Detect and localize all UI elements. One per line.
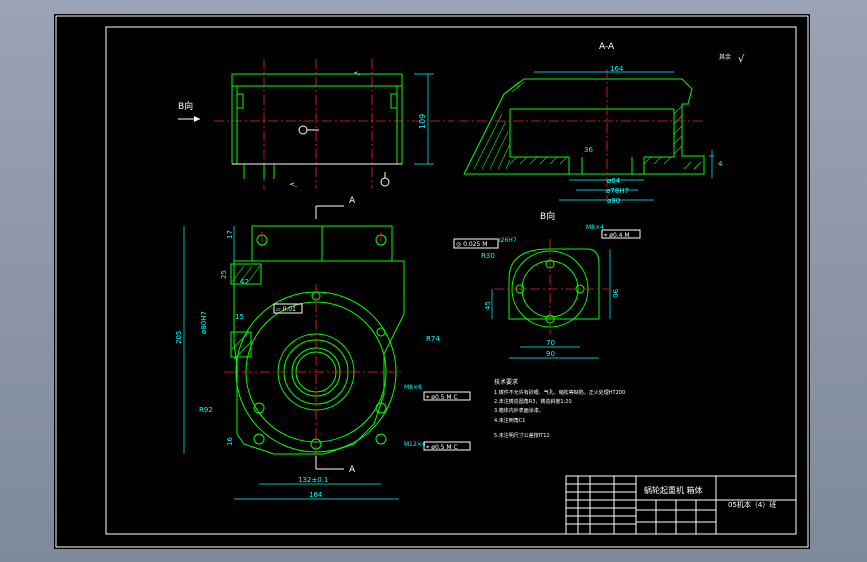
svg-text:√: √	[288, 182, 297, 188]
scale-text: 05机本（4）班	[728, 500, 776, 509]
dim-front-132: 132±0.1	[298, 476, 328, 484]
tech-note-1: 1.铸件不允许有砂眼、气孔、缩松等缺陷，正火处理HT200	[494, 389, 625, 396]
dim-front-42: 42	[240, 278, 249, 286]
dim-section-right: 4	[718, 160, 723, 168]
tech-note-3: 3.箱体内外表面涂漆。	[494, 407, 544, 414]
tech-note-2: 2.未注铸造圆角R3，铸造斜度1:20	[494, 398, 572, 405]
view-a-bottom: A	[349, 465, 356, 475]
dim-section-bore1: ø64	[607, 177, 621, 185]
b-45: 45	[484, 301, 492, 310]
tech-notes: 技术要求 1.铸件不允许有砂眼、气孔、缩松等缺陷，正火处理HT200 2.未注铸…	[494, 378, 625, 439]
dim-front-height: 205	[175, 331, 183, 344]
front-view: A A	[175, 196, 471, 500]
section-aa-view: A-A 其余 √	[459, 42, 745, 205]
dim-top-height: 109	[418, 114, 427, 129]
dim-front-164: 164	[309, 491, 323, 499]
b-bore: ø26H7	[497, 237, 517, 244]
front-holes-1: M8×6	[404, 384, 422, 391]
b-90v: 90	[611, 289, 619, 298]
dim-front-R92: R92	[199, 406, 213, 414]
tech-note-0: 技术要求	[494, 378, 518, 386]
svg-text:√: √	[352, 71, 360, 76]
b-flat: ◎ 0.025 M	[456, 241, 487, 248]
drawing-canvas: √ √ 109 B向 A-A 其余 √	[54, 14, 810, 549]
b-holes: M8×4	[586, 224, 604, 231]
b-tol: ⌖ ø0.4 M	[604, 232, 630, 239]
cad-drawing: √ √ 109 B向 A-A 其余 √	[55, 15, 809, 548]
dim-front-bore: ø80H7	[200, 311, 208, 334]
dim-section-outer: ø90	[607, 197, 620, 205]
b-70: 70	[546, 339, 555, 347]
dim-front-16: 16	[226, 437, 234, 446]
title-block: 蜗轮起重机 箱体 05机本（4）班	[565, 475, 797, 535]
front-tol-1: ⌖ ø0.5 M C	[426, 394, 458, 401]
view-b-label: B向	[178, 100, 193, 112]
dim-section-step: 36	[584, 146, 593, 154]
section-label: A-A	[599, 42, 615, 52]
dim-front-25: 25	[220, 270, 228, 279]
dim-section-bore2: ø78H7	[606, 187, 629, 195]
tech-note-5: 5.未注明尺寸公差按IT12	[494, 432, 550, 439]
outer-frame	[55, 15, 809, 548]
front-flat: ⏥ 0.01	[276, 306, 296, 313]
view-b: B向 ◎ 0.025 M ø26H7 R30 M8×4 ⌖ ø0.4 M 45 …	[453, 210, 641, 359]
front-holes-2: M12×4	[404, 441, 426, 448]
front-tol-2: ⌖ ø0.5 M C	[426, 444, 458, 451]
top-view: √ √ 109 B向	[178, 59, 454, 189]
dim-front-15: 15	[235, 313, 244, 321]
dim-front-17: 17	[226, 230, 234, 239]
b-R30: R30	[481, 252, 495, 260]
dim-front-R74: R74	[426, 335, 440, 343]
view-b-arrow-label: B向	[540, 210, 555, 222]
dim-section-width: 164	[610, 65, 624, 73]
roughness-symbol: √	[738, 54, 745, 65]
roughness-note: 其余	[719, 53, 731, 61]
tech-note-4: 4.未注倒角C1	[494, 417, 525, 424]
view-a-top: A	[349, 196, 356, 206]
part-name: 蜗轮起重机 箱体	[644, 485, 703, 495]
inner-frame	[105, 26, 797, 535]
b-90: 90	[546, 350, 555, 358]
